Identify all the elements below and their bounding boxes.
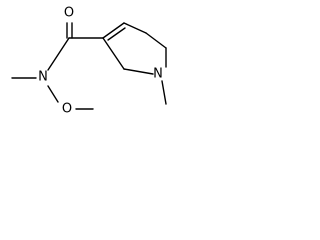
ring-bonds <box>102 22 167 75</box>
bond-carbonyl-n <box>47 37 70 71</box>
bond-c3-c4-double-inner <box>107 27 126 41</box>
bond-c5-c6 <box>145 32 167 49</box>
amide-nitrogen-label: N <box>38 70 48 85</box>
bond-n1-methyl <box>161 80 167 105</box>
skeletal-structure: O N O N <box>11 6 167 117</box>
bond-c3-c4 <box>102 22 125 39</box>
ring-nitrogen-label: N <box>153 67 163 82</box>
bond-c4-c5 <box>123 22 147 34</box>
methoxy-oxygen-label: O <box>62 102 72 117</box>
carbonyl-oxygen-label: O <box>64 6 74 21</box>
bond-c2-c3 <box>102 37 125 70</box>
bond-n-o <box>47 85 59 103</box>
bond-n1-c2 <box>123 68 154 75</box>
